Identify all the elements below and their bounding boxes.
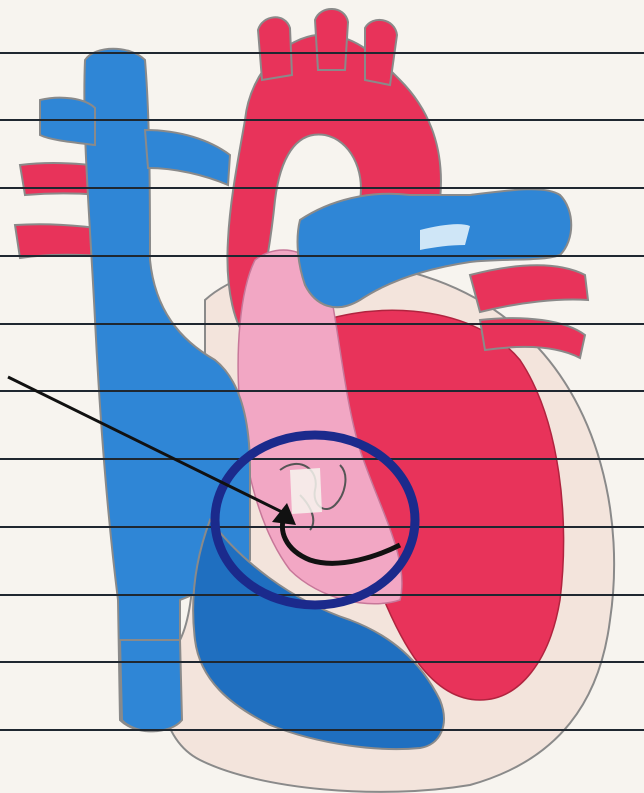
inferior-vena-cava [120,640,182,731]
aortic-branch-2 [315,9,348,70]
brachiocephalic-vein [40,98,95,145]
foramen-ovale-gap [290,468,322,514]
aortic-branch-1 [258,17,292,80]
